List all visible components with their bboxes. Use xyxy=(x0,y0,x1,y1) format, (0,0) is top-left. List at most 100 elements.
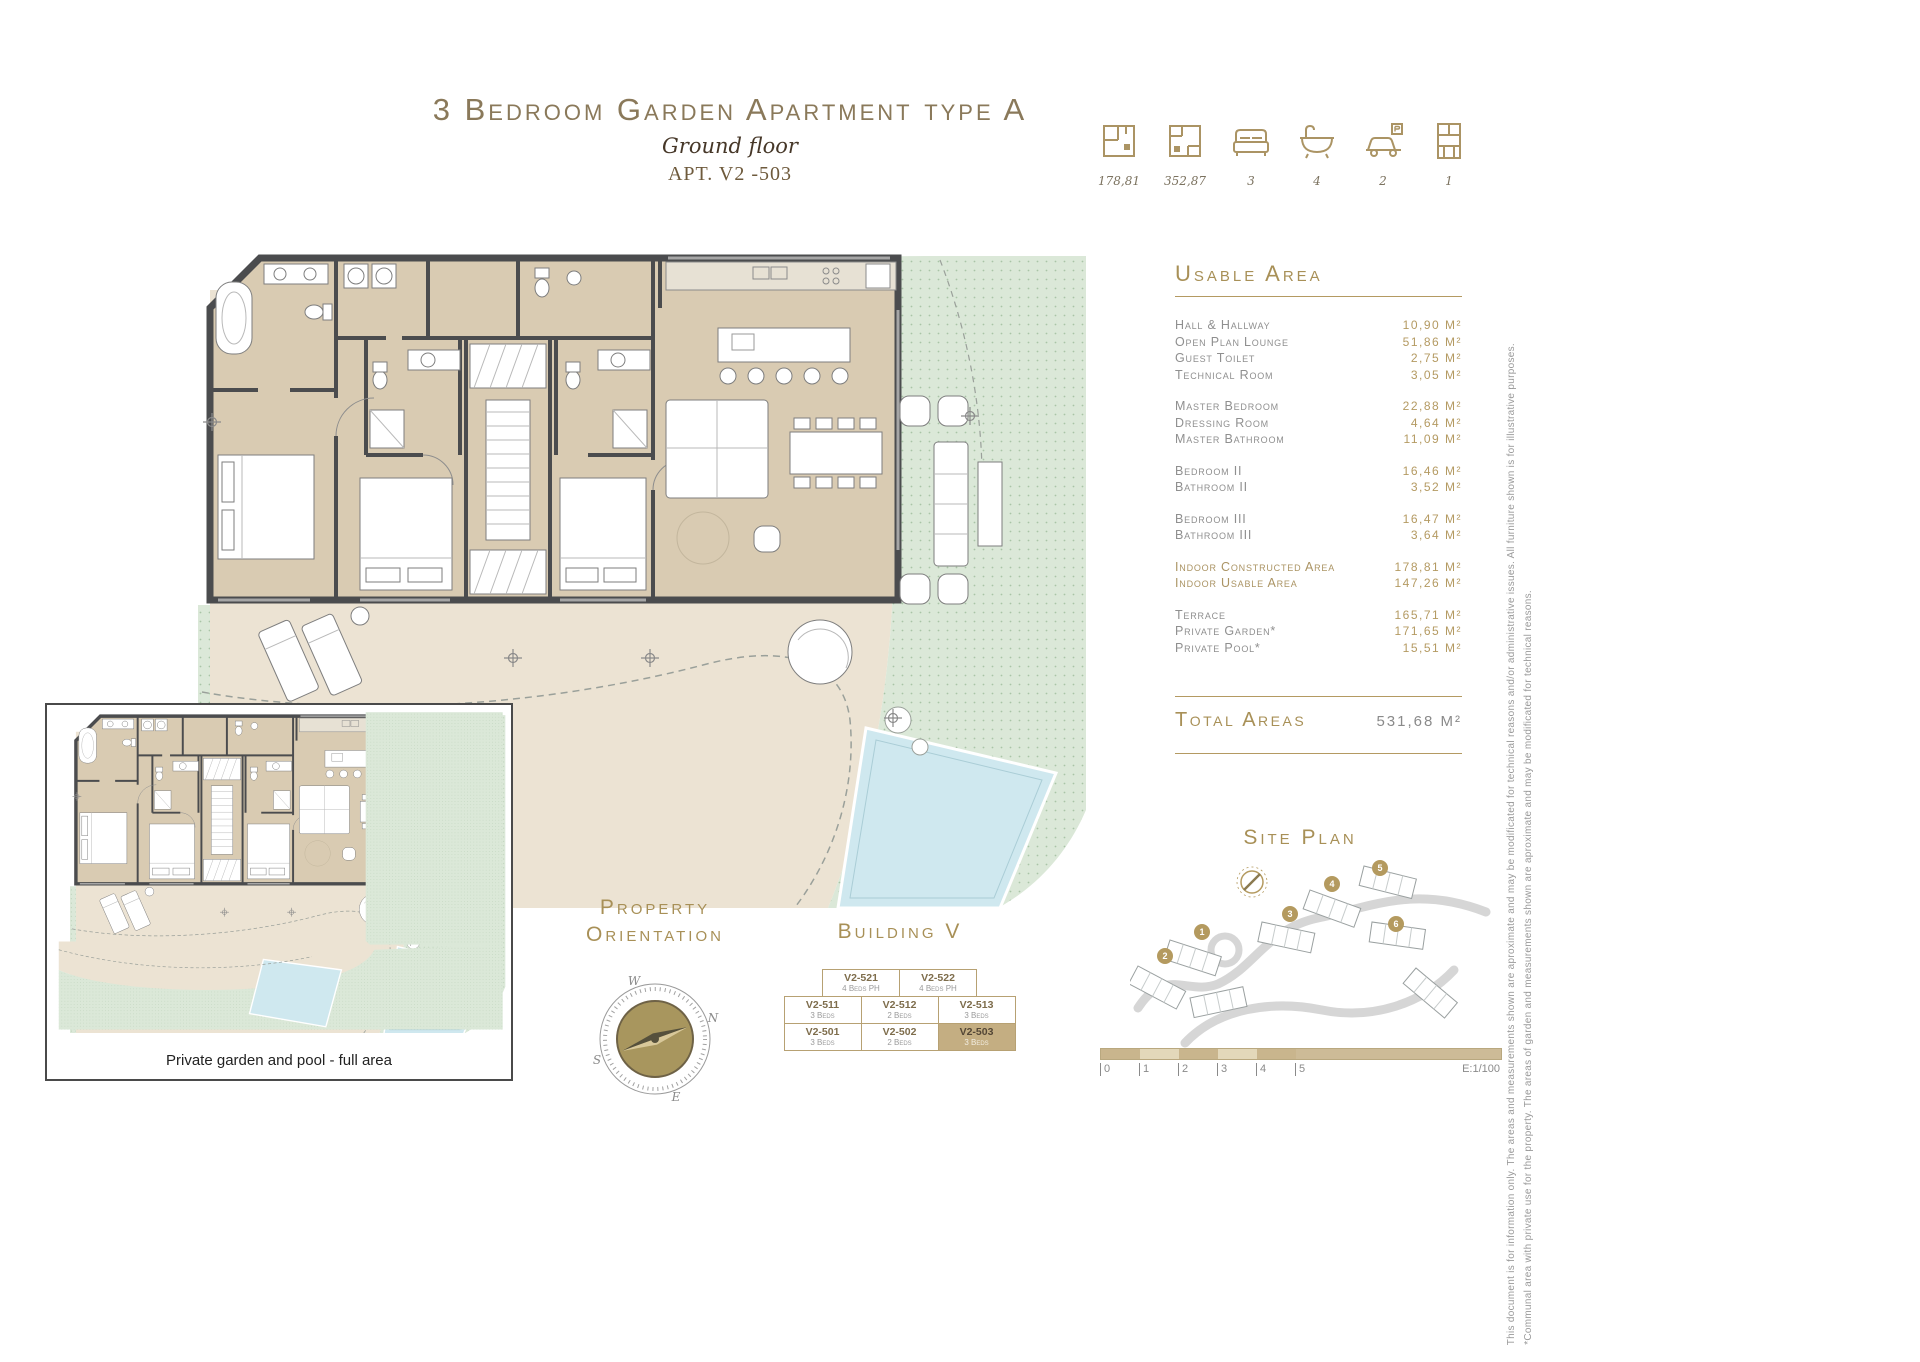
inset-pool xyxy=(248,958,343,1028)
orientation-heading-line1: Property xyxy=(599,896,711,919)
total-areas-label: Total Areas xyxy=(1175,709,1307,731)
inset-caption: Private garden and pool - full area xyxy=(166,1052,392,1069)
bedrooms-icon xyxy=(1233,129,1269,156)
page-title: 3 Bedroom Garden Apartment type A xyxy=(432,92,1028,127)
floor-label: Ground floor xyxy=(662,134,798,158)
building-heading: Building V xyxy=(837,920,963,943)
svg-text:6: 6 xyxy=(1393,919,1398,929)
disclaimer-line2: *Communal area with private use for the … xyxy=(1523,590,1534,1345)
spec-total-area: 352,87 xyxy=(1158,120,1212,188)
inset-plan xyxy=(58,712,507,1033)
divider xyxy=(1175,753,1462,754)
site-compass-icon xyxy=(1236,866,1268,898)
total-area-value: 352,87 xyxy=(1164,174,1206,188)
indoor-area-value: 178,81 xyxy=(1098,174,1140,188)
compass-s: S xyxy=(593,1053,601,1067)
bathrooms-icon xyxy=(1300,124,1334,159)
compass-w: W xyxy=(628,974,642,988)
parking-value: 2 xyxy=(1379,174,1387,188)
site-markers: 1 2 3 4 5 6 xyxy=(1157,860,1404,964)
header: 3 Bedroom Garden Apartment type A Ground… xyxy=(380,92,1080,186)
scale-bar-strip xyxy=(1100,1048,1502,1060)
scale-bar-labels: 0 1 2 3 4 5 E:1/100 xyxy=(1100,1063,1500,1079)
usable-area-heading: Usable Area xyxy=(1175,261,1323,286)
storage-value: 1 xyxy=(1445,174,1453,188)
svg-text:2: 2 xyxy=(1162,951,1167,961)
svg-text:1: 1 xyxy=(1199,927,1204,937)
bedrooms-value: 3 xyxy=(1247,174,1255,188)
compass-rose: N E S W xyxy=(593,974,719,1104)
scale-ratio-label: E:1/100 xyxy=(1462,1063,1500,1075)
compass-n: N xyxy=(707,1011,719,1025)
area-row: Private Pool*15,51 M² xyxy=(1175,640,1462,655)
disclaimer-line1: This document is for information only. T… xyxy=(1506,342,1517,1345)
total-areas-block: Total Areas 531,68 M² xyxy=(1175,696,1462,754)
site-plan-map: 1 2 3 4 5 6 xyxy=(1130,860,1491,1048)
total-plan-icon xyxy=(1169,125,1201,157)
svg-text:3: 3 xyxy=(1287,909,1292,919)
spec-storage: 1 xyxy=(1422,120,1476,188)
inset-dashed-line xyxy=(58,949,313,969)
parking-icon xyxy=(1366,123,1403,157)
orientation-heading-line2: Orientation xyxy=(586,923,724,946)
storage-icon xyxy=(1437,123,1461,159)
svg-text:4: 4 xyxy=(1329,879,1334,889)
apartment-number: APT. V2 -503 xyxy=(667,163,793,185)
garden-overview-inset: Private garden and pool - full area xyxy=(45,703,513,1081)
property-orientation: Property Orientation N E S W xyxy=(545,894,765,1119)
bathrooms-value: 4 xyxy=(1313,174,1321,188)
inset-garden-right xyxy=(365,712,503,945)
site-plan-heading: Site Plan xyxy=(1243,826,1357,849)
site-road-loop xyxy=(1207,932,1243,968)
site-buildings xyxy=(1130,865,1459,1019)
area-row: Private Garden*171,65 M² xyxy=(1175,624,1462,638)
scale-bar: 0 1 2 3 4 5 E:1/100 xyxy=(1100,1048,1502,1082)
divider xyxy=(1175,696,1462,697)
svg-text:5: 5 xyxy=(1377,863,1382,873)
spec-icons-row: 178,81 352,87 3 4 2 xyxy=(1092,120,1476,188)
indoor-plan-icon xyxy=(1103,125,1135,157)
spec-indoor-area: 178,81 xyxy=(1092,120,1146,188)
spec-bathrooms: 4 xyxy=(1290,120,1344,188)
total-areas-value: 531,68 M² xyxy=(1376,713,1462,730)
disclaimer: This document is for information only. T… xyxy=(1506,25,1534,1345)
total-row: Total Areas 531,68 M² xyxy=(1175,697,1462,744)
divider xyxy=(1175,296,1462,297)
spec-bedrooms: 3 xyxy=(1224,120,1278,188)
spec-parking: 2 xyxy=(1356,120,1410,188)
